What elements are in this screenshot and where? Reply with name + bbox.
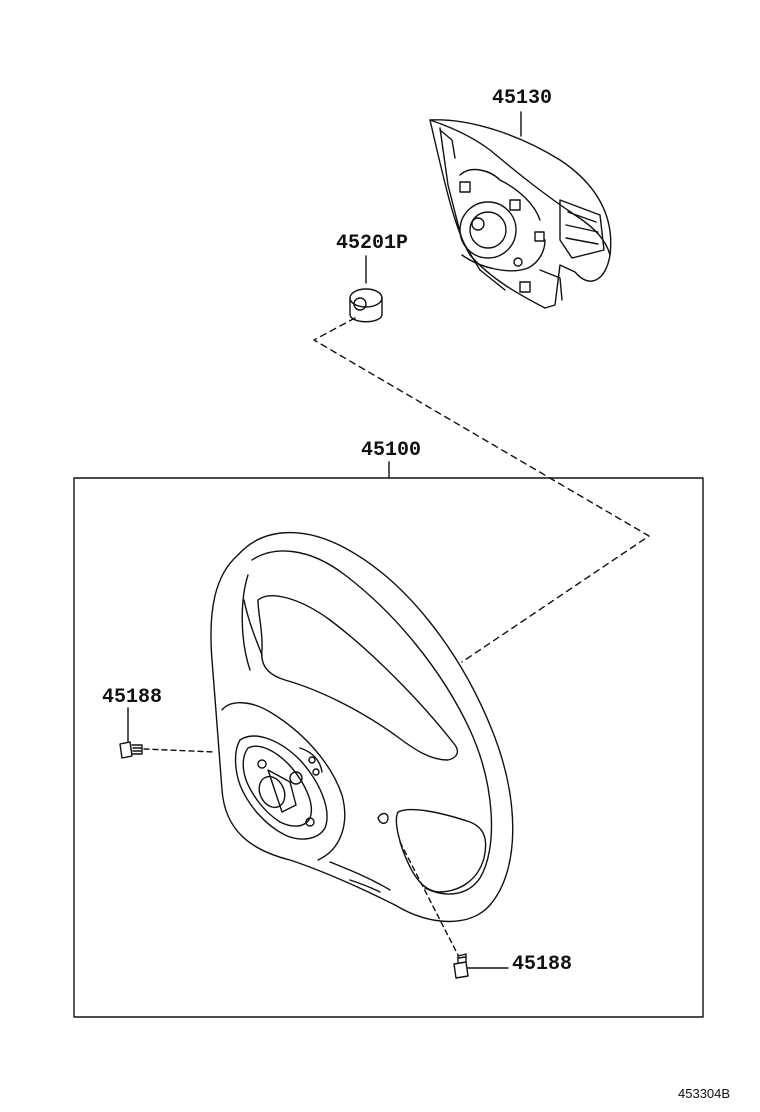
cap-to-wheel-dashed-line	[313, 317, 650, 663]
cap-illustration	[349, 255, 383, 323]
part-label-screw-left: 45188	[102, 686, 163, 709]
screw-left-illustration	[119, 707, 143, 759]
steering-pad-illustration	[429, 119, 612, 309]
part-label-cap: 45201P	[336, 232, 409, 255]
steering-wheel-illustration	[210, 531, 514, 923]
wheel-assembly-box	[73, 477, 704, 1018]
part-label-pad: 45130	[492, 87, 553, 110]
screw-right-dashed-line	[399, 841, 459, 956]
screw-right-illustration	[453, 953, 509, 979]
screw-left-dashed-line	[143, 748, 216, 753]
figure-reference: 453304B	[678, 1086, 731, 1101]
part-label-wheel: 45100	[361, 439, 422, 462]
part-label-screw-right: 45188	[512, 953, 573, 976]
